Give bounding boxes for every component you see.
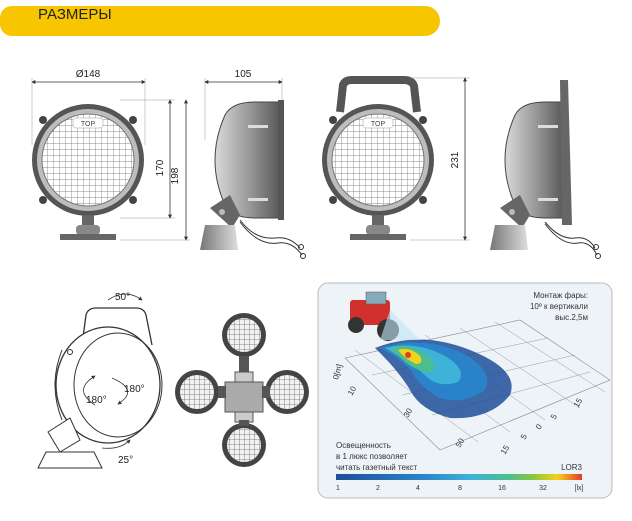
- axis-y-label: 0[m]: [331, 363, 344, 380]
- model-label: LOR3: [561, 463, 582, 472]
- angle-right: 180°: [124, 384, 145, 395]
- angle-down: 25°: [118, 455, 133, 466]
- beam-note-2: 10º к вертикали: [530, 302, 588, 311]
- scale-tick-4: 4: [416, 485, 420, 492]
- tick-right-5b: 5: [519, 432, 529, 441]
- dim-height-total: 198: [170, 167, 181, 184]
- beam-note-3: выс.2,5м: [555, 313, 588, 322]
- beam-note-1: Монтаж фары:: [533, 291, 588, 300]
- dim-diameter: Ø148: [76, 69, 101, 80]
- side-view: 105: [200, 69, 306, 259]
- angle-up: 50°: [115, 292, 130, 303]
- header-banner: [0, 6, 440, 36]
- grille-label-handle: TOP: [371, 121, 386, 128]
- dim-depth: 105: [235, 69, 252, 80]
- scale-tick-32: 32: [539, 485, 547, 492]
- angle-left: 180°: [86, 395, 107, 406]
- grille-label-front: TOP: [81, 121, 96, 128]
- scale-tick-16: 16: [498, 485, 506, 492]
- legend-line-2: в 1 люкс позволяет: [336, 452, 408, 461]
- beam-panel: Монтаж фары: 10º к вертикали выс.2,5м 0[…: [317, 282, 613, 499]
- tick-right-5a: 5: [549, 412, 559, 421]
- legend-line-3: читать газетный текст: [336, 463, 418, 472]
- rotation-sketch: 50° 180° 180° 25°: [37, 292, 163, 469]
- front-view: Ø148 TOP 170 198: [31, 69, 190, 241]
- scale-unit: [lx]: [575, 485, 584, 492]
- cross-arrangement: [175, 313, 309, 467]
- header-title: РАЗМЕРЫ: [38, 6, 112, 23]
- scale-tick-1: 1: [336, 485, 340, 492]
- scale-tick-2: 2: [376, 485, 380, 492]
- side-handle-view: [490, 80, 601, 259]
- dim-height-handle: 231: [450, 151, 461, 168]
- front-handle-view: TOP 231: [322, 76, 470, 241]
- legend-line-1: Освещенность: [336, 441, 391, 450]
- scale-tick-8: 8: [458, 485, 462, 492]
- illuminance-scale: [336, 474, 582, 480]
- dim-height-front: 170: [155, 159, 166, 176]
- tick-right-0: 0: [534, 422, 544, 431]
